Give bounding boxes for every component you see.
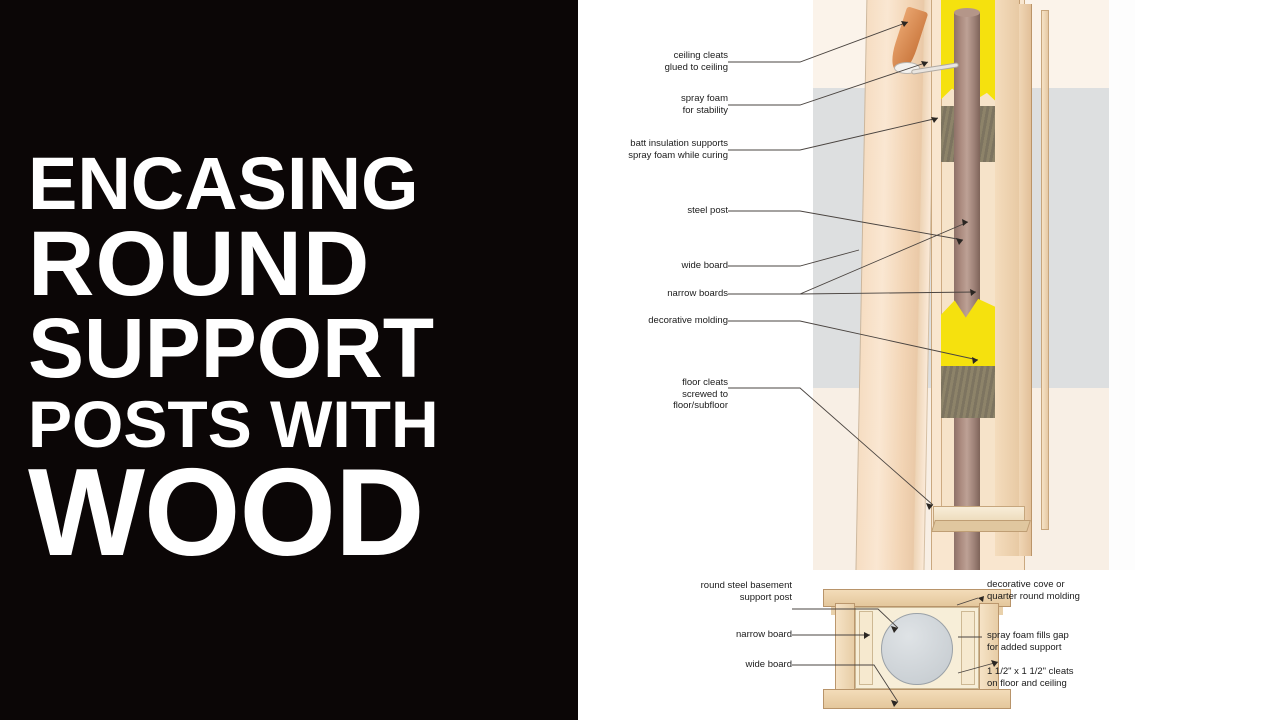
label-batt-insulation: batt insulation supports spray foam whil… [628,138,728,161]
title-line-4: POSTS WITH [28,386,439,461]
wall-right-surface [1109,0,1135,570]
cutaway-scene [813,0,1135,570]
label-spray-foam-gap: spray foam fills gap for added support [987,630,1069,653]
label-narrow-board: narrow board [736,629,792,640]
title-line-5: WOOD [28,444,425,583]
label-floor-cleats: floor cleats screwed to floor/subfloor [673,377,728,411]
label-steel-post: steel post [687,205,728,216]
illustration-panel: ceiling cleats glued to ceiling spray fo… [578,0,1280,720]
floor-cleat-face-graphic [931,520,1031,532]
title-line-2: ROUND [28,212,371,315]
label-decorative-molding: decorative molding [648,315,728,326]
label-round-steel-basement-support-post: round steel basement support post [700,580,792,603]
steel-post-cap-graphic [954,8,980,17]
decorative-molding-graphic [1041,10,1049,530]
label-spray-foam: spray foam for stability [681,93,728,116]
label-wide-board: wide board [681,260,728,271]
steel-post-graphic [954,12,980,570]
narrow-board-right-graphic [995,0,1020,556]
floor-cleat-xs-graphic [823,689,1011,709]
title-panel: ENCASING ROUND SUPPORT POSTS WITH WOOD [0,0,578,720]
label-cleats-dimension: 1 1/2" x 1 1/2" cleats on floor and ceil… [987,666,1074,689]
title-line-3: SUPPORT [28,301,435,396]
round-steel-post-xs-graphic [881,613,953,685]
batt-insulation-lower-graphic [941,366,1003,418]
narrow-board-right-xs-graphic [961,611,975,685]
title-line-1: ENCASING [28,141,419,225]
label-wide-board-lower: wide board [745,659,792,670]
narrow-board-left-xs-graphic [859,611,873,685]
label-decorative-cove-molding: decorative cove or quarter round molding [987,579,1080,602]
label-ceiling-cleats: ceiling cleats glued to ceiling [664,50,728,73]
label-narrow-boards: narrow boards [667,288,728,299]
narrow-board-right-2-graphic [1019,4,1032,556]
wide-board-left-xs-graphic [835,603,855,693]
